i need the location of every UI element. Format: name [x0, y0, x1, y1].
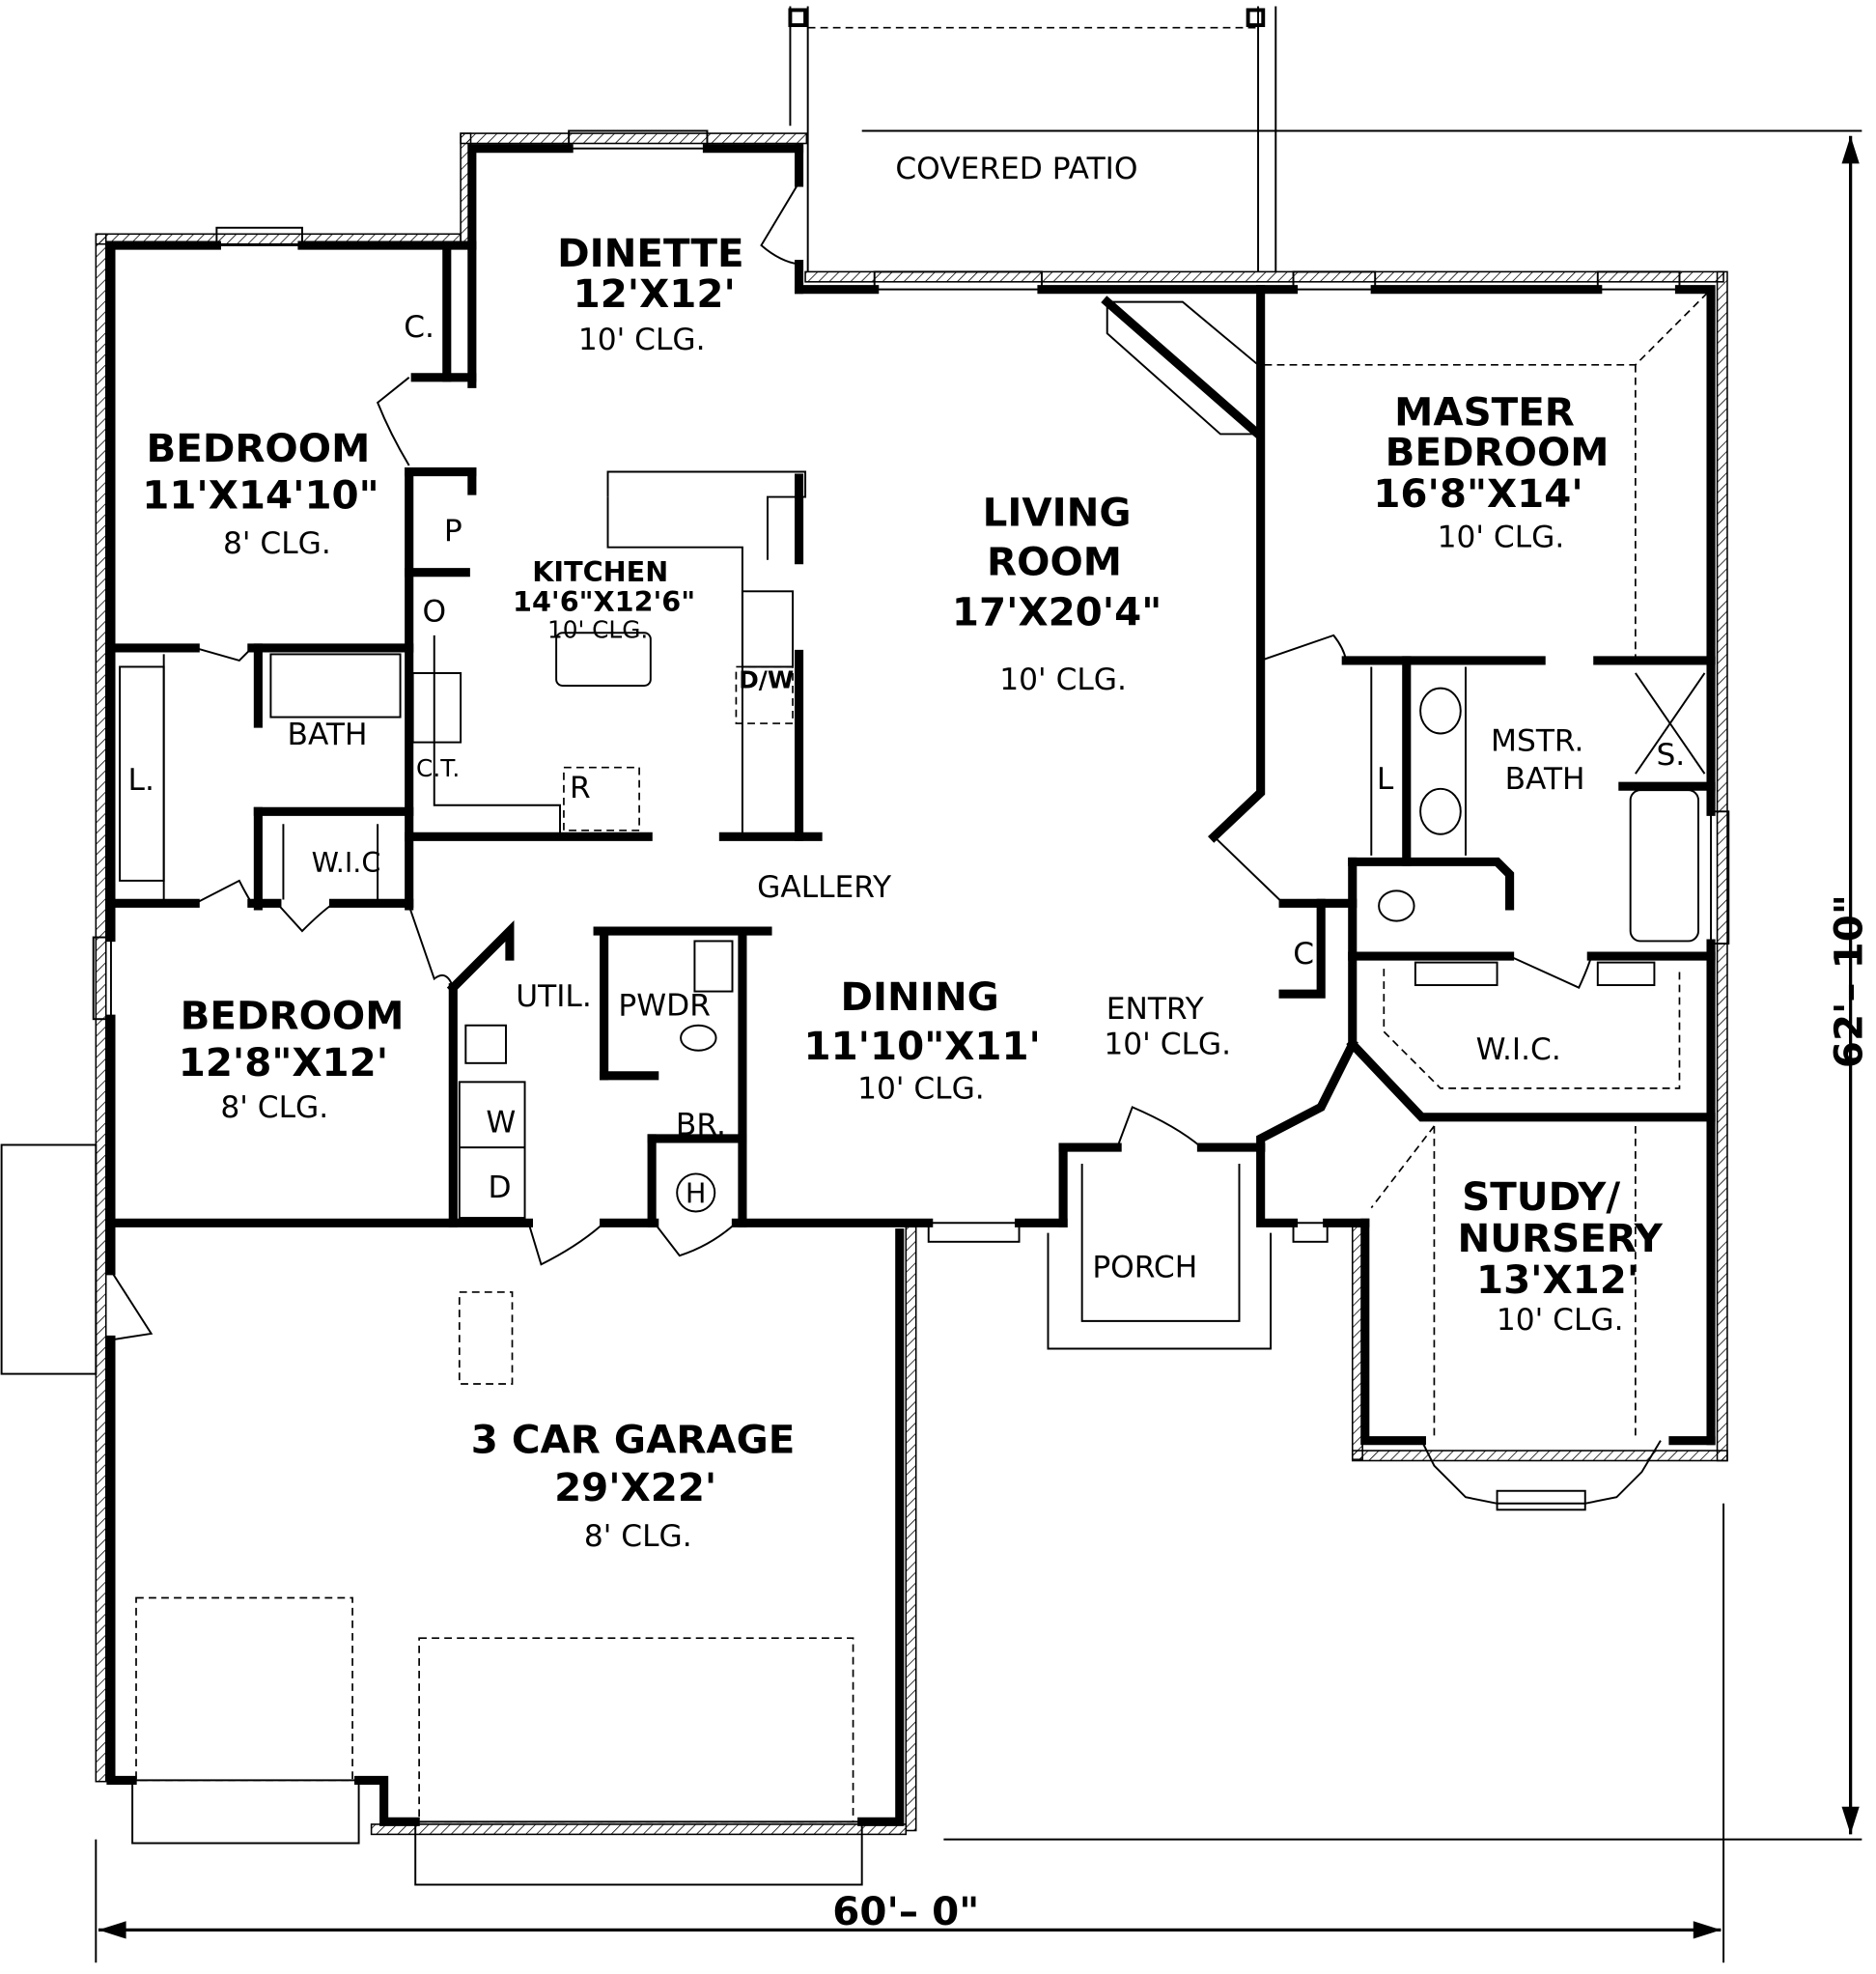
living-room-name-1: LIVING: [983, 491, 1132, 536]
master-bath-name-1: MSTR.: [1491, 724, 1583, 759]
bedroom-2-name: BEDROOM: [181, 994, 405, 1039]
door-swings: [110, 182, 1593, 1341]
master-bedroom-name-1: MASTER: [1394, 389, 1575, 435]
entry-name: ENTRY: [1106, 992, 1205, 1027]
bedroom-2-size: 12'8"X12': [179, 1040, 388, 1086]
study-ceiling: 10' CLG.: [1497, 1303, 1624, 1338]
cooktop-label: C.T.: [416, 754, 460, 782]
garage-ceiling: 8' CLG.: [584, 1519, 692, 1554]
powder-label: PWDR: [618, 988, 711, 1023]
wic-1-label: W.I.C: [312, 846, 381, 879]
garage-name: 3 CAR GARAGE: [471, 1418, 796, 1463]
dining-ceiling: 10' CLG.: [857, 1071, 985, 1106]
kitchen-size: 14'6"X12'6": [513, 585, 695, 618]
covered-patio-structure: [788, 6, 1277, 272]
dining-name: DINING: [840, 974, 998, 1020]
walls: [106, 144, 1716, 1826]
room-labels: 60'– 0" 62'– 10" COVERED PATIO DINETTE 1…: [128, 152, 1872, 1934]
closet-2-label: C.: [1293, 937, 1324, 972]
master-bedroom-size: 16'8"X14': [1373, 471, 1582, 517]
overall-width-label: 60'– 0": [832, 1889, 979, 1934]
bedroom-2-ceiling: 8' CLG.: [220, 1090, 328, 1125]
study-size: 13'X12': [1476, 1257, 1638, 1303]
porch-label: PORCH: [1092, 1250, 1197, 1284]
oven-label: O: [422, 595, 446, 630]
dryer-label: D: [488, 1170, 511, 1205]
covered-patio-label: COVERED PATIO: [895, 152, 1137, 186]
washer-label: W: [486, 1105, 516, 1140]
entry-ceiling: 10' CLG.: [1104, 1028, 1231, 1062]
linen-1-label: L.: [128, 763, 154, 798]
master-bedroom-name-2: BEDROOM: [1386, 430, 1610, 475]
linen-2-label: L: [1377, 762, 1394, 797]
dining-size: 11'10"X11': [803, 1024, 1040, 1069]
living-room-name-2: ROOM: [987, 539, 1122, 584]
bedroom-1-name: BEDROOM: [146, 426, 370, 471]
closet-1-label: C.: [404, 310, 434, 345]
garage-size: 29'X22': [554, 1465, 716, 1510]
dinette-ceiling: 10' CLG.: [578, 323, 706, 357]
bedroom-1-ceiling: 8' CLG.: [223, 526, 331, 561]
dimension-lines: [95, 129, 1862, 1963]
utility-label: UTIL.: [516, 979, 592, 1014]
dishwasher-label: D/W: [739, 666, 794, 694]
broom-label: BR.: [676, 1108, 726, 1142]
master-bath-name-2: BATH: [1505, 762, 1585, 797]
dinette-size: 12'X12': [574, 271, 736, 317]
dinette-name: DINETTE: [557, 231, 743, 276]
shower-label: S.: [1656, 738, 1685, 773]
study-name-1: STUDY/: [1462, 1174, 1620, 1220]
refrigerator-label: R: [570, 771, 591, 805]
bath-label: BATH: [288, 718, 368, 752]
water-heater-label: H: [686, 1176, 707, 1209]
master-bedroom-ceiling: 10' CLG.: [1438, 521, 1565, 555]
gallery-label: GALLERY: [757, 870, 892, 905]
fixtures-and-windows: [0, 129, 1730, 1886]
study-name-2: NURSERY: [1457, 1216, 1663, 1261]
overall-depth-label: 62'– 10": [1826, 894, 1871, 1068]
bedroom-1-size: 11'X14'10": [142, 472, 378, 518]
living-room-ceiling: 10' CLG.: [999, 663, 1127, 697]
pantry-label: P: [444, 514, 462, 549]
kitchen-name: KITCHEN: [532, 555, 668, 588]
living-room-size: 17'X20'4": [952, 589, 1162, 634]
kitchen-ceiling: 10' CLG.: [547, 615, 648, 643]
wic-2-label: W.I.C.: [1476, 1032, 1561, 1067]
